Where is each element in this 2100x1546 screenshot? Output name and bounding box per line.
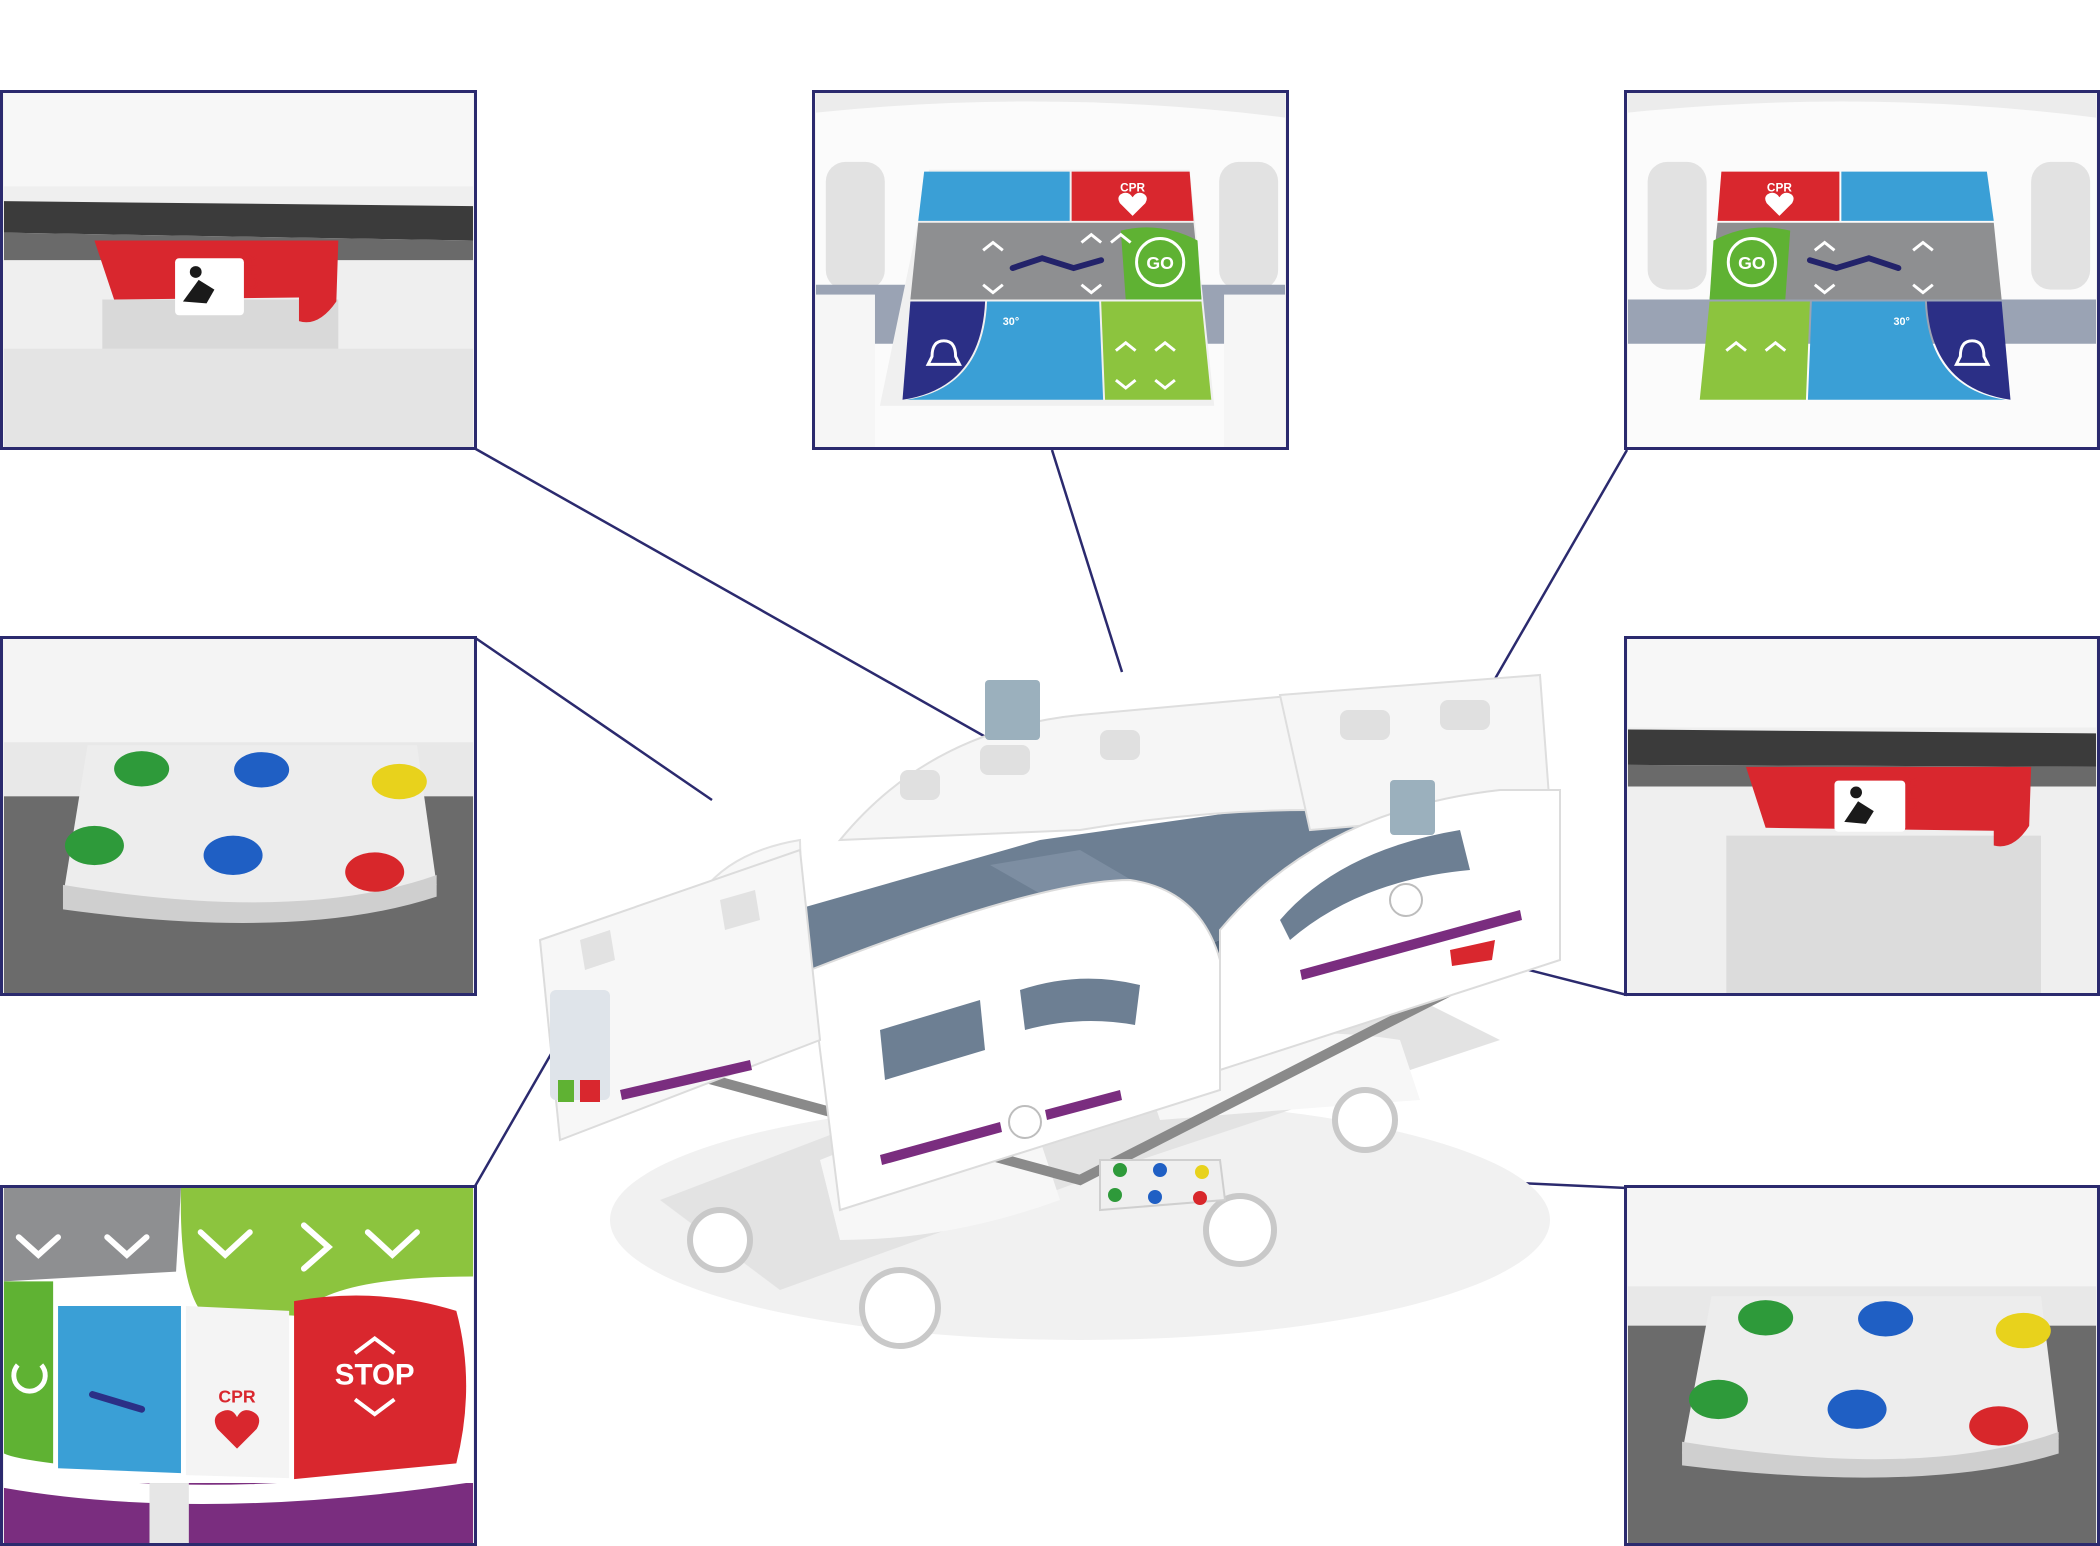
- foot-pedal-illustration: [3, 639, 474, 993]
- power-icon: [11, 1363, 48, 1394]
- chevron-icon: [982, 232, 1176, 390]
- cpr-icon: [182, 266, 215, 304]
- panel-angle-label: 30°: [1003, 316, 1019, 328]
- leader-pedal-left: [473, 635, 713, 802]
- panel-right-angle-label: 30°: [1893, 316, 1909, 328]
- pedal-button-green-1[interactable]: [114, 751, 170, 787]
- headboard-mini-panel: [985, 680, 1040, 740]
- panel-go-label: GO: [1146, 253, 1174, 273]
- chevron-icon: [15, 1222, 420, 1272]
- pedal-right-button-yellow[interactable]: [1995, 1312, 2051, 1349]
- leader-headboard-panel: [1050, 449, 1124, 673]
- broken-heart-icon: [1118, 192, 1147, 216]
- pedal-button-green-2[interactable]: [64, 825, 124, 866]
- bed-position-icon: [1009, 255, 1105, 272]
- broken-heart-icon: [214, 1410, 260, 1449]
- broken-heart-icon: [1765, 192, 1794, 216]
- keypad-stop-label: STOP: [335, 1359, 415, 1392]
- control-panel-right: CPR GO 30°: [1699, 171, 2011, 400]
- cpr-lever-label: CPR: [243, 254, 262, 289]
- inset-siderail-panel: CPR GO 30°: [1624, 90, 2100, 450]
- siderail-head-back: [837, 680, 1312, 842]
- control-panel-left: CPR GO 30°: [879, 169, 1215, 406]
- purple-stripe-footboard: [620, 1060, 752, 1100]
- bell-icon: [925, 339, 962, 366]
- cpr-lever-illustration: CPR: [3, 93, 474, 447]
- purple-stripe-foot: [1300, 910, 1522, 980]
- floor-foot-pedal: [1099, 1159, 1227, 1212]
- pedal-button-red[interactable]: [345, 852, 405, 892]
- panel-right-go-label: GO: [1738, 253, 1766, 273]
- pedal-right-button-blue-1[interactable]: [1858, 1301, 1914, 1337]
- pedal-right-button-red[interactable]: [1969, 1406, 2029, 1446]
- cpr-lever-right-label: CPR: [1902, 777, 1921, 812]
- pedal-button-blue-1[interactable]: [234, 752, 290, 788]
- chevron-icon: [1725, 240, 1934, 352]
- panel-right-cpr-label: CPR: [1767, 180, 1792, 194]
- siderail-foot-front: [1219, 780, 1561, 1072]
- inset-headboard-panel: CPR GO 30°: [812, 90, 1289, 450]
- bed-position-icon: [1806, 255, 1902, 272]
- cpr-icon: [1844, 786, 1874, 824]
- cpr-lever-on-bed: [1450, 940, 1495, 966]
- pedal-right-button-green-1[interactable]: [1738, 1300, 1794, 1336]
- headboard-panel-illustration: CPR GO 30°: [815, 93, 1286, 447]
- footboard: [538, 848, 822, 1142]
- footboard-keypad: [550, 990, 610, 1100]
- inset-foot-pedal-left: [0, 636, 477, 996]
- inset-foot-pedal-right: [1624, 1185, 2100, 1546]
- pedal-button-blue-2[interactable]: [203, 835, 263, 875]
- hospital-bed-illustration: [538, 673, 1561, 1349]
- siderail-panel-illustration: CPR GO 30°: [1627, 93, 2097, 447]
- inset-cpr-lever-right: CPR: [1624, 636, 2100, 996]
- cpr-lever-right-illustration: CPR: [1627, 639, 2097, 993]
- purple-stripe-front: [880, 1122, 1002, 1165]
- foot-pedal-right-illustration: [1627, 1188, 2097, 1543]
- bell-icon: [1954, 339, 1991, 366]
- keypad-cpr-label: CPR: [218, 1386, 256, 1406]
- panel-cpr-label: CPR: [1120, 180, 1145, 194]
- keypad-closeup-illustration: CPR STOP: [3, 1188, 474, 1543]
- stop-icon: STOP: [335, 1335, 415, 1417]
- pedal-right-button-blue-2[interactable]: [1827, 1389, 1887, 1429]
- leader-cpr-left: [473, 446, 1031, 764]
- siderail-head-front: [808, 878, 1221, 1212]
- siderail-mini-panel: [1390, 780, 1435, 835]
- inset-cpr-lever-left: CPR: [0, 90, 477, 450]
- bed-wheels: [687, 1087, 1398, 1349]
- pedal-button-yellow[interactable]: [371, 763, 427, 800]
- bed-position-icon: [89, 1391, 146, 1413]
- pedal-right-button-green-2[interactable]: [1688, 1379, 1748, 1420]
- inset-keypad-closeup: CPR STOP: [0, 1185, 477, 1546]
